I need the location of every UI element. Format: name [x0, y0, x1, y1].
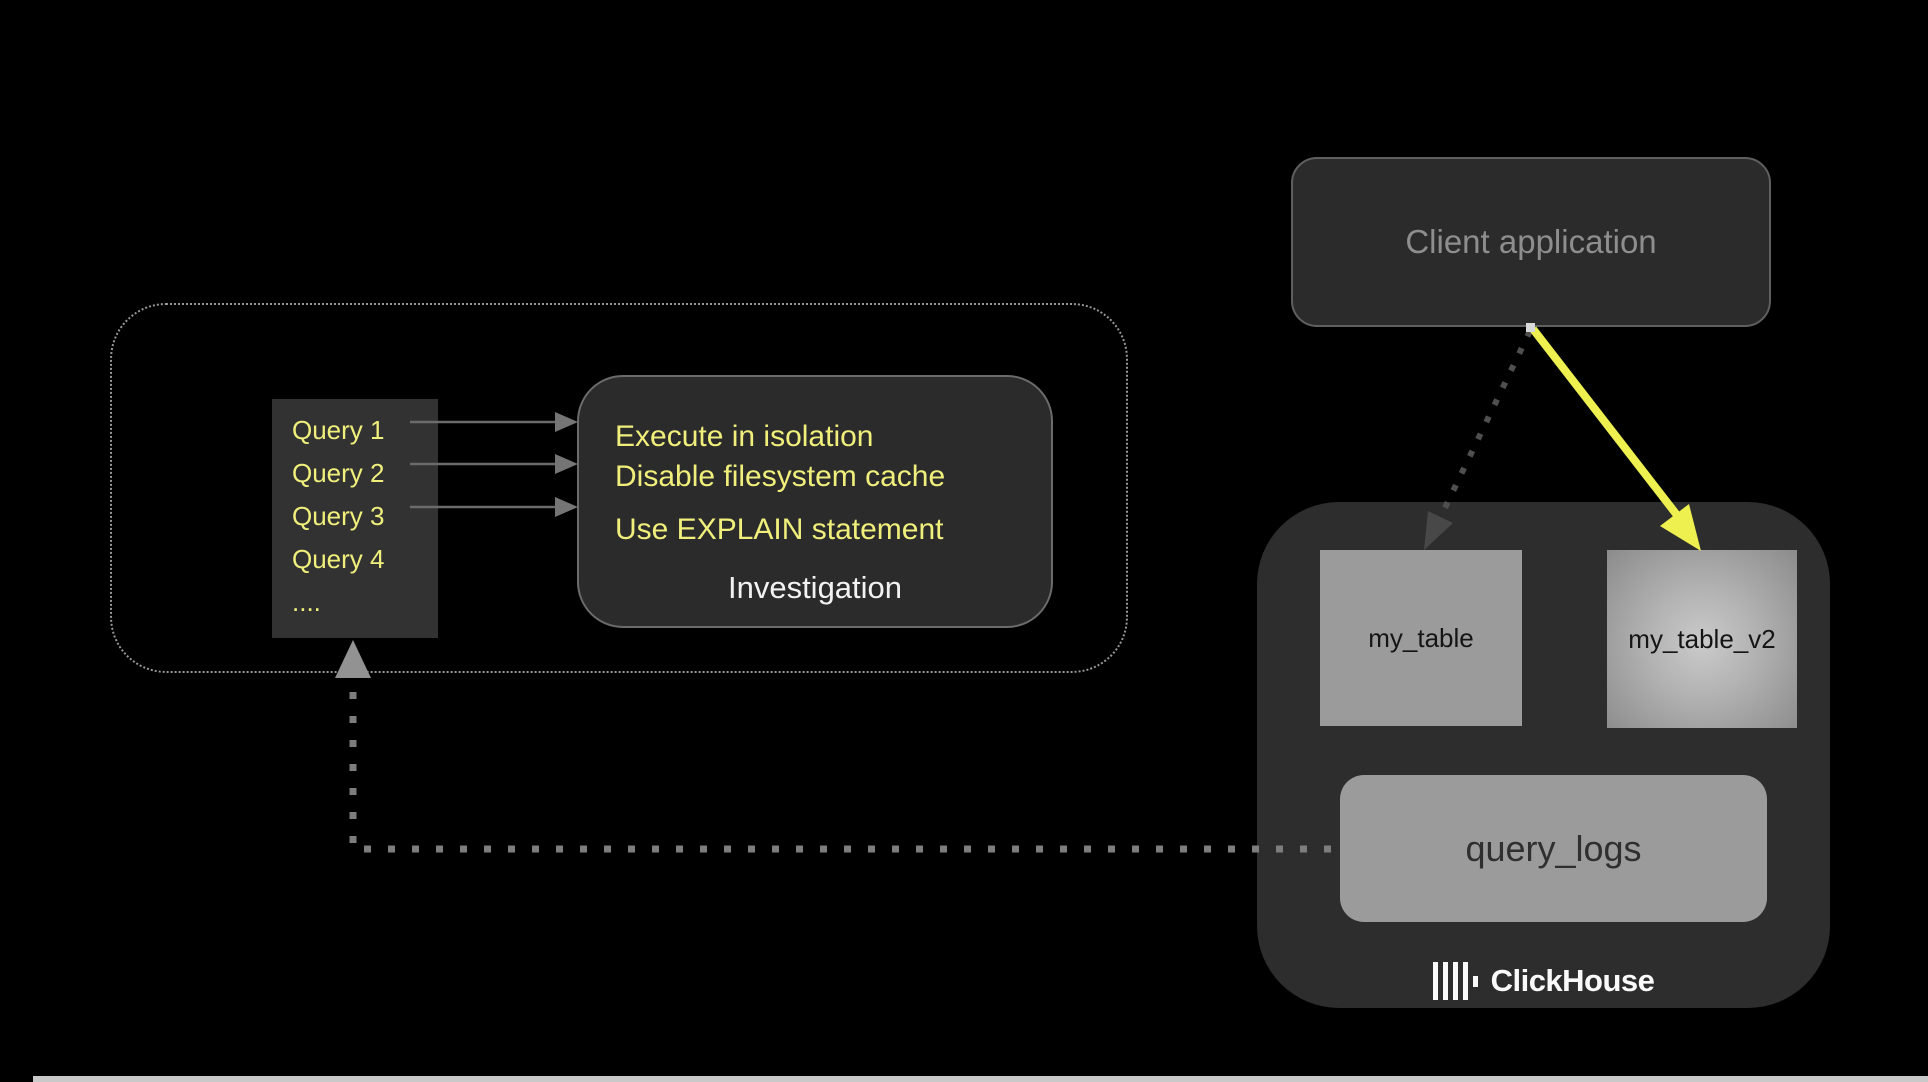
client-application-label: Client application — [1405, 223, 1657, 260]
query-logs-box: query_logs — [1340, 775, 1767, 922]
clickhouse-bars-icon — [1432, 962, 1478, 1000]
my-table-label: my_table — [1368, 622, 1474, 653]
client-to-mytablev2-yellow-line — [1529, 326, 1684, 522]
clickhouse-logo: ClickHouse — [1257, 962, 1830, 1000]
client-to-mytable-dotted-line — [1440, 329, 1533, 514]
client-application-box: Client application — [1291, 157, 1771, 327]
my-table-v2-label: my_table_v2 — [1628, 623, 1776, 654]
query-list-ellipsis: .... — [292, 587, 321, 617]
window-bottom-edge — [33, 1076, 1928, 1082]
query-logs-label: query_logs — [1465, 827, 1642, 869]
clickhouse-wordmark: ClickHouse — [1490, 963, 1655, 998]
query-list-item: Query 1 — [292, 415, 385, 445]
feedback-dotted-connector — [349, 692, 1338, 853]
investigation-caption: Investigation — [727, 570, 903, 605]
investigation-step: Execute in isolation — [615, 420, 874, 453]
query-list-box: Query 1 Query 2 Query 3 Query 4 .... — [272, 399, 438, 638]
clickhouse-container: my_table my_table_v2 query_logs ClickHou… — [1257, 502, 1830, 1008]
investigation-step: Use EXPLAIN statement — [615, 513, 944, 546]
my-table-v2-box: my_table_v2 — [1607, 550, 1797, 728]
query-list-item: Query 4 — [292, 544, 385, 574]
investigation-steps: Execute in isolation Disable filesystem … — [615, 417, 945, 550]
query-list-item: Query 3 — [292, 501, 385, 531]
query-list-item: Query 2 — [292, 458, 385, 488]
investigation-box: Execute in isolation Disable filesystem … — [577, 375, 1053, 628]
investigation-step: Disable filesystem cache — [615, 460, 946, 493]
my-table-box: my_table — [1320, 550, 1522, 726]
investigation-group-outline — [110, 303, 1128, 673]
